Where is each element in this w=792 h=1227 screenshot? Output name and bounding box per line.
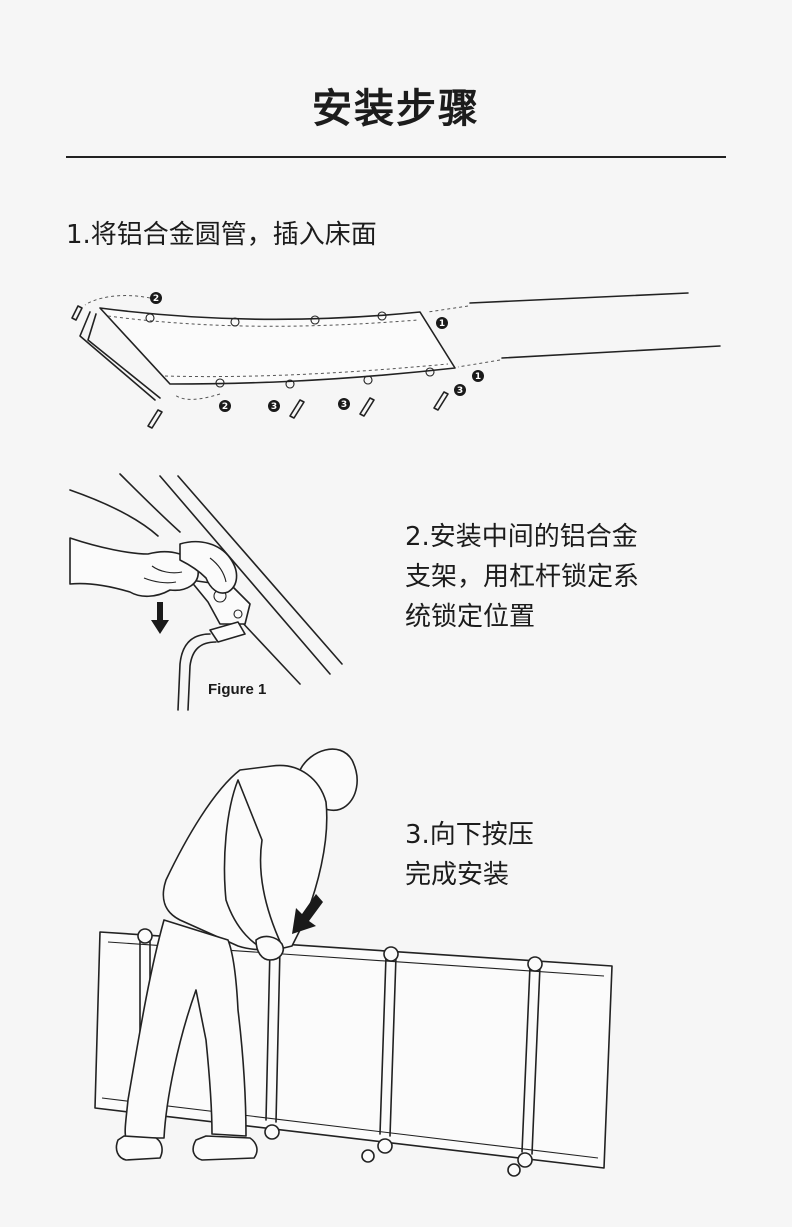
right-shoe — [192, 1135, 258, 1161]
step-2-illustration: Figure 1 — [69, 473, 343, 711]
hand-left — [69, 537, 199, 598]
bed-fabric — [99, 307, 456, 385]
marker-3-middle: 3 — [338, 398, 350, 410]
push-down-arrow — [151, 602, 169, 634]
page-title: 安装步骤 — [312, 86, 480, 132]
step-3-illustration — [94, 748, 613, 1177]
svg-text:2: 2 — [222, 402, 228, 412]
marker-3-right: 3 — [454, 384, 466, 396]
marker-3-left: 3 — [268, 400, 280, 412]
hand-right — [179, 540, 238, 594]
step-2-line-1: 2.安装中间的铝合金 — [405, 522, 638, 552]
step-1-instruction: 1.将铝合金圆管，插入床面 — [66, 215, 377, 255]
svg-text:1: 1 — [439, 319, 445, 329]
step-2-line-2: 支架，用杠杆锁定系 — [405, 562, 640, 592]
step-3-instruction: 3.向下按压 完成安装 — [405, 815, 534, 895]
marker-1-upper: 1 — [436, 317, 448, 329]
svg-text:1: 1 — [475, 372, 481, 382]
left-shoe — [115, 1135, 163, 1161]
step-2-line-3: 统锁定位置 — [405, 602, 536, 632]
figure-1-label: Figure 1 — [208, 681, 266, 698]
step-2-instruction: 2.安装中间的铝合金 支架，用杠杆锁定系 统锁定位置 — [405, 517, 639, 637]
svg-text:3: 3 — [271, 402, 277, 412]
step-1-diagram: 1 1 2 2 3 3 3 — [71, 292, 721, 429]
hands — [255, 935, 285, 961]
marker-2-lower: 2 — [219, 400, 231, 412]
step-3-line-2: 完成安装 — [405, 860, 510, 890]
aluminum-tube-lower — [501, 345, 721, 359]
step-1-line: 1.将铝合金圆管，插入床面 — [66, 220, 377, 250]
svg-text:2: 2 — [153, 294, 159, 304]
aluminum-tube-upper — [469, 292, 689, 304]
marker-1-lower: 1 — [472, 370, 484, 382]
trousers — [124, 919, 247, 1139]
title-divider — [66, 156, 726, 158]
marker-2-upper: 2 — [150, 292, 162, 304]
press-arrow — [292, 894, 323, 934]
svg-text:3: 3 — [341, 400, 347, 410]
svg-text:3: 3 — [457, 386, 463, 396]
person-pressing-cot — [115, 748, 358, 1161]
step-3-line-1: 3.向下按压 — [405, 820, 534, 850]
